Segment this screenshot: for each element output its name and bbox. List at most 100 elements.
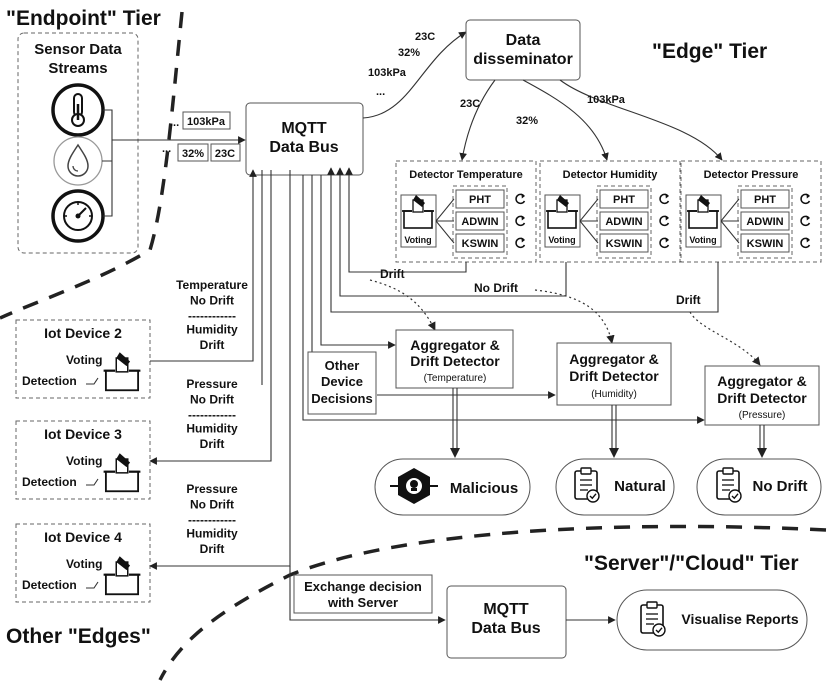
pres-result-arrow: [327, 167, 719, 313]
device-message-line1: Temperature: [176, 278, 248, 292]
diss-in-ellipsis: ...: [376, 86, 385, 98]
agg-temp-sub: (Temperature): [424, 373, 487, 384]
agg-hum-sub: (Humidity): [591, 389, 637, 400]
exchange-line2: with Server: [327, 595, 398, 610]
method-label: ADWIN: [746, 216, 783, 228]
stream-chip-pressure: [182, 111, 231, 130]
agg-pres-line1: Aggregator &: [717, 373, 806, 389]
hum-result-arrow: [336, 167, 567, 297]
device-message-line3: Humidity: [186, 323, 238, 337]
voting-label: Voting: [689, 235, 716, 245]
outcome-natural: Natural: [555, 458, 675, 516]
pressure-gauge-icon: [51, 189, 105, 243]
detector-title: Detector Pressure: [704, 169, 799, 181]
mqtt-edge-bus: [245, 102, 364, 176]
humidity-drop-icon: [53, 136, 103, 186]
diss-to-hum-arrow: [522, 79, 609, 161]
diss-in-pressure: 103kPa: [368, 67, 407, 79]
iot-detection-label: Detection: [22, 374, 77, 388]
report-clipboard-icon: [716, 467, 742, 503]
mqtt-server-line2: Data Bus: [471, 620, 540, 637]
iot-voting-label: Voting: [66, 557, 102, 571]
diss-out-humidity: 32%: [516, 115, 538, 127]
method-label: PHT: [469, 194, 491, 206]
detector-title: Detector Humidity: [563, 169, 659, 181]
agg-temp-line1: Aggregator &: [410, 337, 499, 353]
voting-label: Voting: [404, 235, 431, 245]
malware-bug-icon: [390, 468, 438, 504]
agg-hum-line1: Aggregator &: [569, 351, 658, 367]
method-label: PHT: [754, 194, 776, 206]
outcome-malicious-label: Malicious: [450, 480, 518, 497]
device-message-sep: ------------: [188, 408, 236, 422]
method-label: KSWIN: [606, 238, 643, 250]
exchange-decision-box: [293, 574, 433, 614]
drift-dotted-pres: [689, 311, 761, 366]
voting-label: Voting: [548, 235, 575, 245]
outcome-natural-label: Natural: [614, 478, 666, 495]
agg-hum-line2: Drift Detector: [569, 368, 659, 384]
other-decisions-line1: Other: [325, 358, 360, 373]
mqtt-server-bus: [446, 585, 567, 659]
endpoint-tier-boundary: [0, 11, 184, 320]
method-label: PHT: [613, 194, 635, 206]
device-message-line1: Pressure: [186, 377, 238, 391]
diss-to-pres-arrow: [559, 79, 723, 161]
device-message-line3: Humidity: [186, 422, 238, 436]
outcome-no-drift: No Drift: [696, 458, 822, 516]
visualise-reports-pill: [616, 589, 808, 651]
device-message-sep: ------------: [188, 513, 236, 527]
device-message-line4: Drift: [200, 338, 225, 352]
stream-ellipsis-1: ...: [170, 117, 179, 129]
visualise-reports-label: Visualise Reports: [681, 611, 798, 627]
stream-chip-humidity: [177, 143, 209, 162]
device-message-line2: No Drift: [190, 498, 234, 512]
iot-device-title: Iot Device 4: [44, 529, 122, 545]
device-message-line4: Drift: [200, 542, 225, 556]
report-clipboard-icon: [574, 467, 600, 503]
mqtt-to-disseminator-arrow: [362, 31, 467, 119]
disseminator-line2: disseminator: [473, 51, 573, 68]
bus-to-agg-temp: [320, 175, 396, 349]
device-message-line3: Humidity: [186, 527, 238, 541]
detector-group: Detector TemperatureVotingPHTADWINKSWIND…: [395, 160, 822, 263]
hum-result-label: No Drift: [474, 281, 518, 295]
outcome-no-drift-label: No Drift: [753, 478, 808, 495]
exchange-line1: Exchange decision: [304, 579, 422, 594]
disseminator-line1: Data: [506, 32, 541, 49]
report-clipboard-icon: [640, 601, 666, 637]
iot-voting-label: Voting: [66, 353, 102, 367]
other-decisions-box: [307, 351, 377, 415]
agg-temp-line2: Drift Detector: [410, 353, 500, 369]
device-message-sep: ------------: [188, 309, 236, 323]
drift-dotted-hum: [534, 289, 615, 344]
method-label: ADWIN: [605, 216, 642, 228]
method-label: KSWIN: [462, 238, 499, 250]
agg-pres-line2: Drift Detector: [717, 390, 807, 406]
detector-title: Detector Temperature: [409, 169, 523, 181]
device2-to-bus: [150, 169, 257, 362]
bus-to-server-arrow: [289, 566, 446, 624]
drift-dotted-temp: [369, 279, 436, 331]
device-message-line4: Drift: [200, 437, 225, 451]
method-label: KSWIN: [747, 238, 784, 250]
agg-to-outcome-arrows: [450, 388, 767, 458]
other-decisions-line3: Decisions: [311, 391, 372, 406]
endpoint-tier-label: "Endpoint" Tier: [6, 7, 161, 30]
diss-out-temperature: 23C: [460, 98, 480, 110]
iot-device-title: Iot Device 3: [44, 426, 122, 442]
server-tier-label: "Server"/"Cloud" Tier: [584, 552, 799, 575]
sensor-title-line2: Streams: [48, 60, 107, 77]
diss-to-temp-arrow: [459, 79, 496, 161]
bus-to-device3: [149, 170, 272, 465]
iot-voting-label: Voting: [66, 454, 102, 468]
aggregator-pressure: Aggregator & Drift Detector (Pressure): [704, 365, 820, 426]
